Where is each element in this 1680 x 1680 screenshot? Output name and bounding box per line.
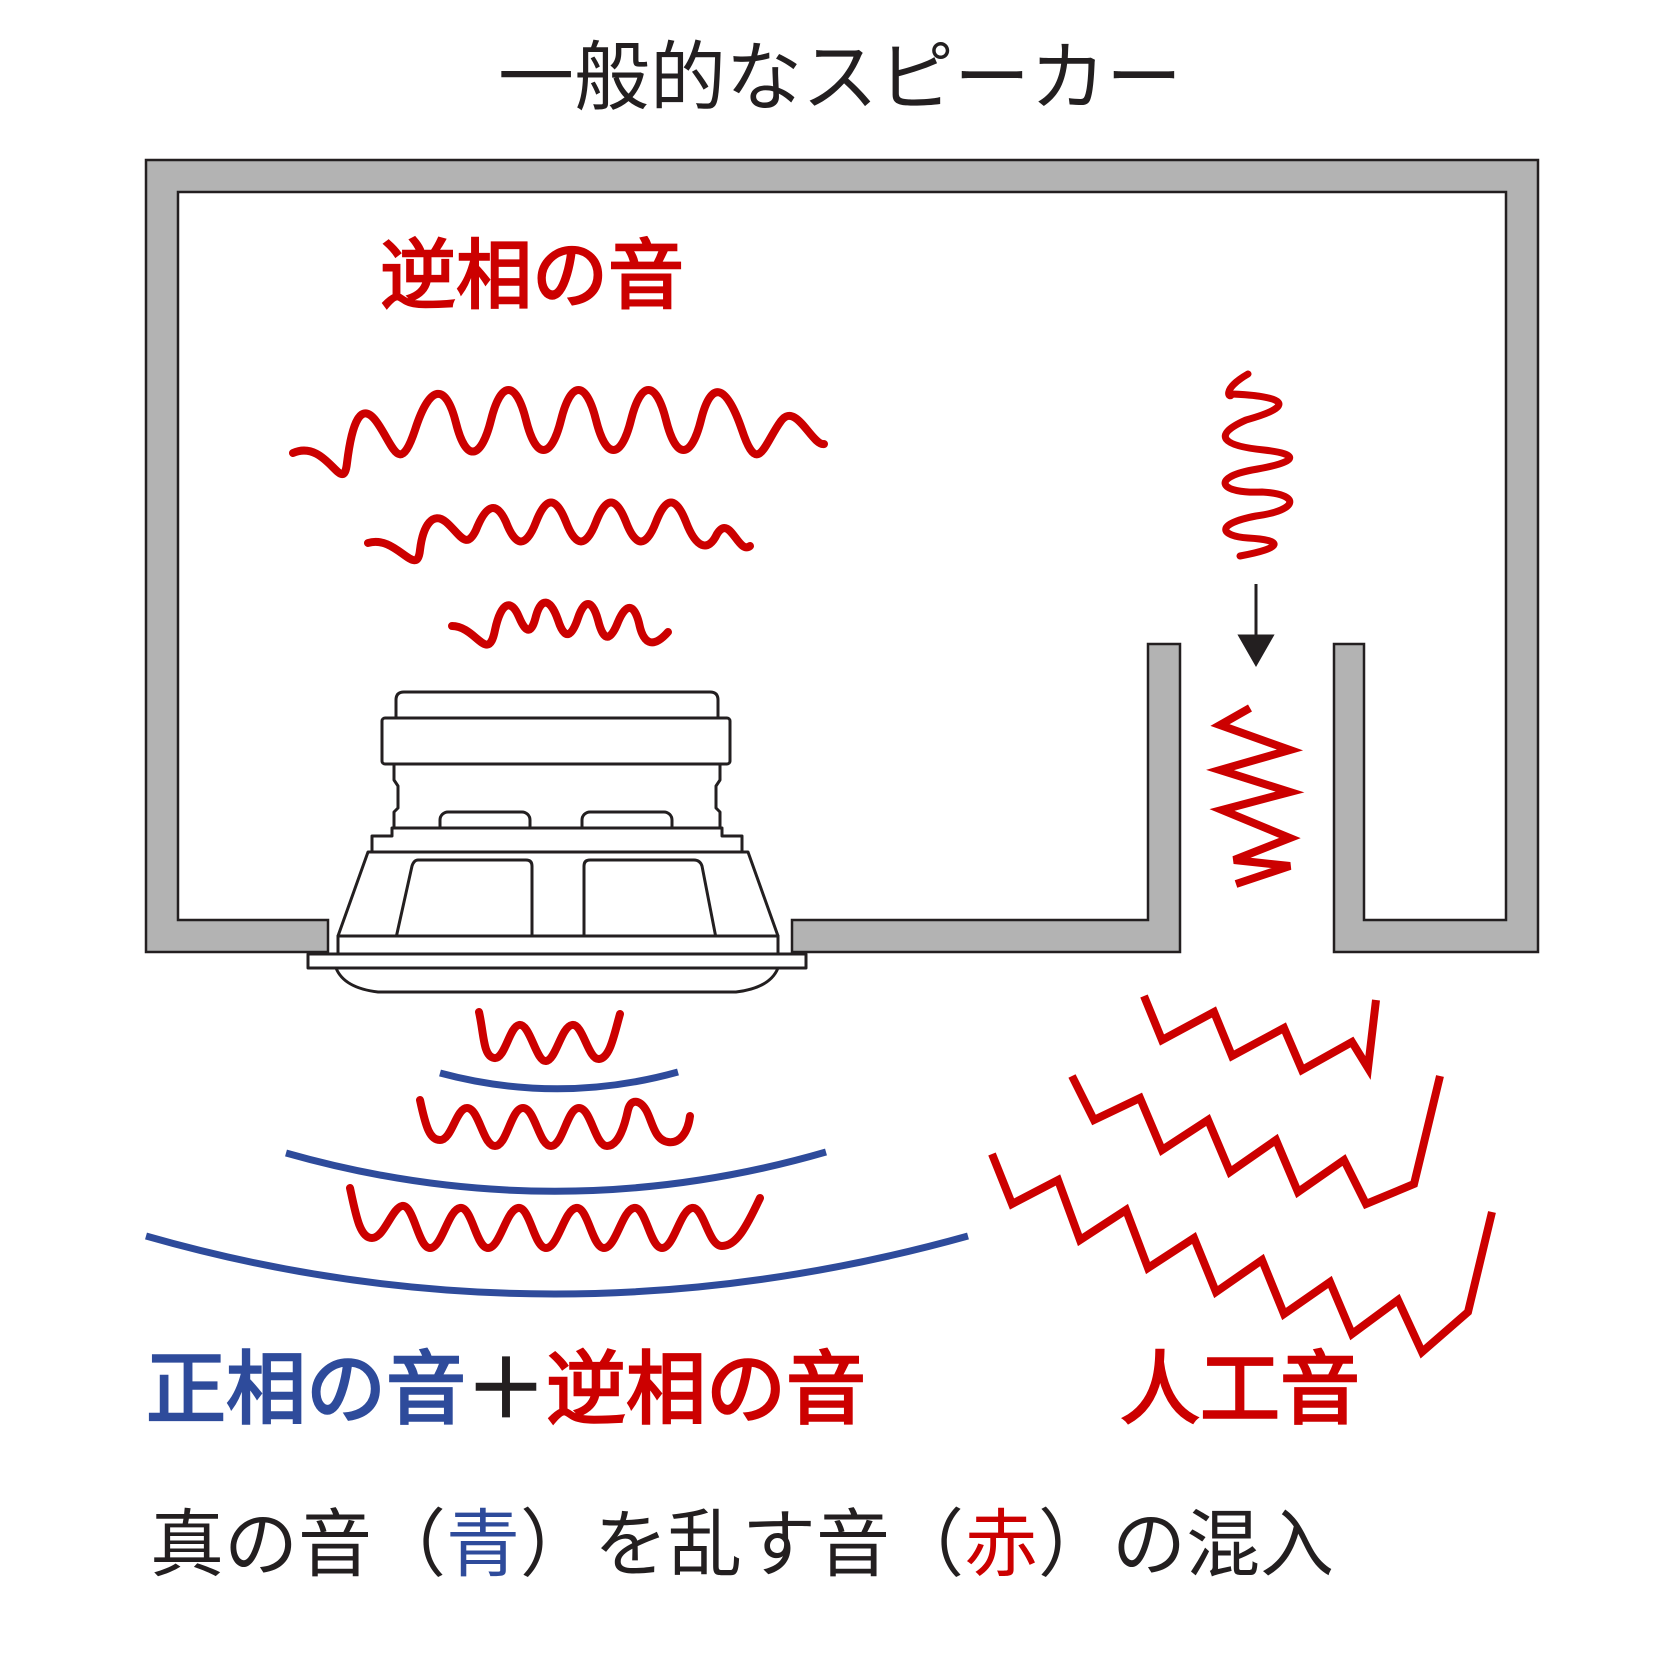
internal-wave-outer <box>289 386 828 479</box>
driver-frame <box>336 934 780 956</box>
blue-arc-3 <box>145 1232 969 1298</box>
internal-wave-middle <box>364 498 754 565</box>
positive-phase-label: 正相の音 <box>146 1343 466 1436</box>
negative-phase-label: 逆相の音 <box>546 1343 866 1436</box>
enclosure-walls <box>144 158 1540 954</box>
plus-sign: ＋ <box>466 1343 546 1436</box>
driver-basket-rim <box>370 826 744 854</box>
speaker-driver <box>306 690 808 994</box>
caption-red: 赤 <box>964 1502 1038 1588</box>
diagram-title: 一般的なスピーカー <box>498 33 1182 122</box>
direct-red-waves <box>346 1008 764 1253</box>
driver-magnet <box>380 716 732 766</box>
internal-waves <box>289 386 828 649</box>
inner-reverse-phase-label: 逆相の音 <box>380 231 684 320</box>
artificial-zigzag-3 <box>988 1152 1496 1359</box>
artificial-zigzag-1 <box>1140 994 1380 1080</box>
combined-sound-label: 正相の音＋逆相の音 <box>146 1350 866 1430</box>
driver-surround <box>334 966 780 994</box>
front-wave-3 <box>346 1184 764 1253</box>
positive-phase-arcs <box>145 1068 969 1298</box>
port-zigzag <box>1206 704 1305 888</box>
artificial-sound-label: 人工音 <box>1120 1343 1360 1436</box>
enclosure-left-wall <box>144 158 1540 954</box>
driver-cap <box>394 690 720 720</box>
front-wave-2 <box>416 1096 694 1151</box>
internal-wave-inner <box>448 598 672 649</box>
driver-window-right <box>582 858 718 940</box>
front-wave-1 <box>475 1008 624 1065</box>
caption-part-1: 真の音（ <box>150 1502 446 1588</box>
artificial-zigzag-2 <box>1068 1074 1444 1210</box>
blue-arc-2 <box>285 1148 827 1195</box>
driver-flange <box>306 952 808 970</box>
caption-part-3: ）の混入 <box>1038 1502 1334 1588</box>
driver-window-left <box>394 858 534 940</box>
blue-arc-1 <box>439 1068 679 1093</box>
caption-part-2: ）を乱す音（ <box>520 1502 964 1588</box>
caption-blue: 青 <box>446 1502 520 1588</box>
down-arrow <box>1237 584 1275 668</box>
port-entry-wave <box>1221 370 1294 560</box>
artificial-zigzags <box>988 994 1496 1359</box>
caption: 真の音（青）を乱す音（赤）の混入 <box>150 1508 1334 1582</box>
enclosure-right-wall <box>790 642 1182 954</box>
